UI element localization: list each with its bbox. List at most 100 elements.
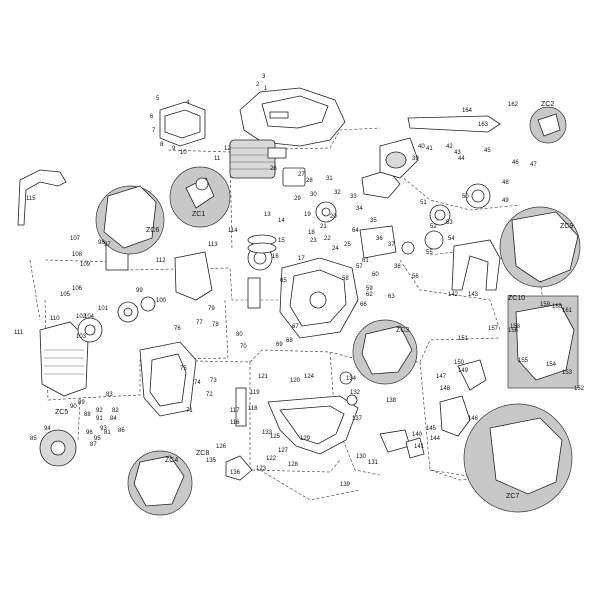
part-number-label: 136 — [230, 470, 241, 476]
lower-crankcase — [139, 341, 197, 417]
part-number-label: 8 — [160, 142, 164, 148]
part-number-label: 130 — [356, 454, 367, 460]
part-number-label: 111 — [14, 330, 24, 336]
part-number-label: 116 — [230, 420, 240, 426]
part-number-label: 145 — [426, 426, 437, 432]
part-number-label: 114 — [228, 228, 238, 234]
part-number-label: 34 — [356, 206, 363, 212]
part-number-label: 68 — [286, 338, 293, 344]
oil-pump — [225, 371, 425, 481]
part-number-label: 108 — [72, 252, 83, 258]
part-number-label: 66 — [360, 302, 367, 308]
part-number-label: 164 — [462, 108, 473, 114]
part-number-label: 137 — [352, 416, 363, 422]
part-number-label: 15 — [278, 238, 285, 244]
part-number-label: 150 — [454, 360, 465, 366]
part-number-label: 59 — [366, 286, 373, 292]
part-number-label: 49 — [502, 198, 509, 204]
part-number-label: 161 — [562, 308, 573, 314]
section-boundaries — [29, 127, 546, 501]
zoom-label-zc7: ZC7 — [506, 493, 519, 500]
part-number-label: 73 — [210, 378, 217, 384]
part-number-label: 86 — [118, 428, 125, 434]
part-number-label: 11 — [214, 156, 221, 162]
part-number-label: 67 — [292, 324, 299, 330]
part-number-label: 91 — [96, 416, 103, 422]
chain-brake-assembly — [379, 359, 487, 453]
part-number-label: 62 — [366, 292, 373, 298]
flywheel — [39, 296, 156, 467]
part-number-label: 82 — [112, 408, 119, 414]
part-number-label: 106 — [72, 286, 83, 292]
part-number-label: 146 — [468, 416, 479, 422]
part-number-label: 72 — [206, 392, 213, 398]
part-number-label: 122 — [266, 456, 277, 462]
part-number-label: 129 — [300, 436, 311, 442]
guide-bar — [379, 115, 501, 179]
part-number-label: 139 — [340, 482, 351, 488]
part-number-label: 100 — [156, 298, 167, 304]
zoom-label-zc4: ZC4 — [165, 457, 178, 464]
zoom-label-zc9: ZC9 — [560, 223, 573, 230]
air-filter-box — [159, 101, 206, 147]
part-number-label: 47 — [530, 162, 537, 168]
part-number-label: 53 — [446, 220, 453, 226]
front-handle — [17, 169, 501, 291]
part-number-label: 142 — [448, 292, 459, 298]
part-number-label: 54 — [448, 236, 455, 242]
part-number-label: 117 — [230, 408, 240, 414]
part-number-label: 19 — [304, 212, 311, 218]
part-number-label: 46 — [512, 160, 519, 166]
part-number-label: 13 — [264, 212, 271, 218]
part-number-label: 23 — [310, 238, 317, 244]
part-number-label: 63 — [388, 294, 395, 300]
part-number-label: 115 — [26, 196, 36, 202]
part-number-label: 48 — [502, 180, 509, 186]
part-number-label: 55 — [426, 250, 433, 256]
part-number-label: 133 — [262, 430, 273, 436]
part-number-label: 158 — [510, 324, 521, 330]
starter-cover — [39, 321, 89, 397]
part-number-label: 98 — [98, 240, 105, 246]
part-number-label: 28 — [306, 178, 313, 184]
part-number-label: 60 — [372, 272, 379, 278]
part-number-label: 33 — [350, 194, 357, 200]
part-number-label: 85 — [30, 436, 37, 442]
part-number-label: 127 — [278, 448, 289, 454]
part-number-label: 45 — [484, 148, 491, 154]
part-number-label: 83 — [106, 392, 113, 398]
part-number-label: 134 — [346, 376, 357, 382]
part-number-label: 31 — [326, 176, 333, 182]
part-number-label: 128 — [288, 462, 299, 468]
part-number-label: 71 — [186, 408, 193, 414]
zoom-label-zc6: ZC6 — [146, 227, 159, 234]
part-number-label: 41 — [426, 146, 433, 152]
part-number-label: 96 — [86, 430, 93, 436]
part-number-label: 7 — [152, 128, 156, 134]
part-number-label: 84 — [110, 416, 117, 422]
part-number-label: 77 — [196, 320, 203, 326]
part-number-label: 149 — [458, 368, 469, 374]
part-number-label: 155 — [518, 358, 529, 364]
part-number-label: 102 — [76, 314, 87, 320]
part-number-label: 147 — [436, 374, 447, 380]
part-number-label: 93 — [100, 426, 107, 432]
part-number-label: 141 — [414, 444, 425, 450]
part-number-label: 20 — [330, 214, 337, 220]
part-number-label: 5 — [156, 96, 160, 102]
part-number-label: 156 — [508, 328, 519, 334]
part-number-label: 29 — [294, 196, 301, 202]
part-number-label: 118 — [248, 406, 258, 412]
zoom-callout-labels: ZC1 ZC2 ZC3 ZC4 ZC5 ZC6 ZC7 ZC8 ZC9 ZC10 — [55, 101, 573, 500]
part-number-label: 3 — [262, 74, 266, 80]
part-number-label: 113 — [208, 242, 218, 248]
part-number-label: 44 — [458, 156, 465, 162]
part-number-label: 94 — [44, 426, 51, 432]
part-number-label: 58 — [342, 276, 349, 282]
zoom-label-zc2: ZC2 — [541, 101, 554, 108]
part-number-label: 35 — [370, 218, 377, 224]
part-number-label: 123 — [256, 466, 267, 472]
part-number-label: 25 — [344, 242, 351, 248]
